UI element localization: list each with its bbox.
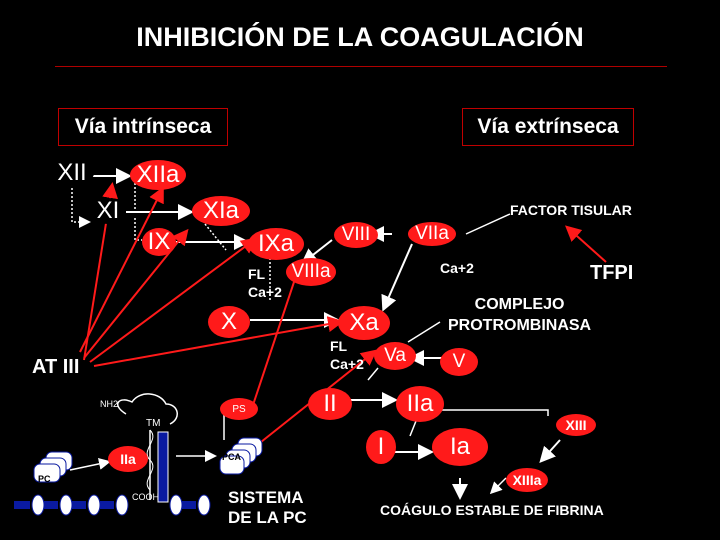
sistema-pc-label: SISTEMA DE LA PC (228, 488, 307, 527)
cofactor-ca-2: Ca+2 (330, 356, 364, 372)
factor-xa: Xa (338, 306, 390, 340)
pca-label: PCA (222, 452, 242, 462)
pc-label: PC (38, 474, 51, 484)
factor-viii: VIII (334, 222, 378, 248)
page-title: INHIBICIÓN DE LA COAGULACIÓN (136, 22, 584, 52)
at3-label: AT III (32, 356, 80, 378)
factor-tisular-label: FACTOR TISULAR (510, 202, 632, 218)
cofactor-ca-1: Ca+2 (248, 284, 282, 300)
ps-badge: PS (220, 398, 258, 420)
factor-ia: Ia (432, 428, 488, 466)
factor-ixa: IXa (248, 228, 304, 260)
factor-xia: XIa (192, 196, 250, 226)
factor-xiiia: XIIIa (506, 468, 548, 492)
nh2-label: NH2 (100, 399, 119, 409)
intrinsic-pathway-label: Vía intrínseca (58, 108, 228, 146)
factor-va: Va (374, 342, 416, 370)
cofactor-fl-1: FL (248, 266, 266, 282)
tm-label: TM (146, 418, 161, 429)
factor-viiia: VIIIa (286, 258, 336, 286)
cooh-label: COOH (132, 492, 159, 502)
complejo-protrombinasa-label: COMPLEJO PROTROMBINASA (448, 296, 592, 334)
factor-x: X (208, 306, 250, 338)
factor-viia: VIIa (408, 222, 456, 246)
title-divider (55, 66, 667, 67)
factor-xii: XII (50, 159, 94, 186)
cofactor-fl-2: FL (330, 338, 348, 354)
factor-xi: XI (90, 197, 126, 224)
factor-ix: IX (142, 228, 176, 256)
factor-iia-small: IIa (108, 446, 148, 472)
factor-iia: IIa (396, 386, 444, 422)
factor-i: I (366, 430, 396, 464)
factor-ii: II (308, 388, 352, 420)
factor-v: V (440, 348, 478, 376)
extrinsic-pathway-label: Vía extrínseca (462, 108, 634, 146)
factor-xiii: XIII (556, 414, 596, 436)
factor-xiia: XIIa (130, 160, 186, 190)
tfpi-label: TFPI (590, 262, 634, 284)
cofactor-ca-3: Ca+2 (440, 260, 474, 276)
coagulo-label: COÁGULO ESTABLE DE FIBRINA (380, 502, 604, 518)
